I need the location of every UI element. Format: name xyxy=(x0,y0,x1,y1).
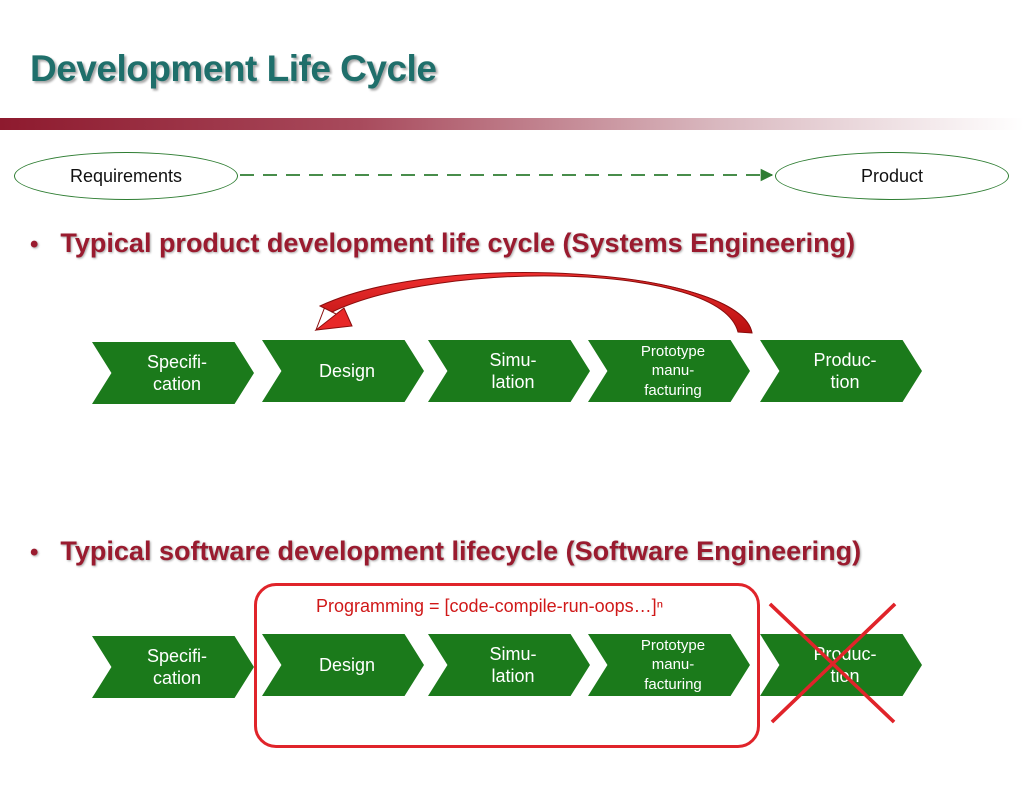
bullet-dot: • xyxy=(30,539,39,566)
product-oval: Product xyxy=(775,152,1009,200)
bullet-text: Typical product development life cycle (… xyxy=(60,228,856,258)
feedback-loop-head xyxy=(314,307,353,331)
programming-highlight-box xyxy=(254,583,760,748)
chevron-prototype-manufacturing: Prototype manu- facturing xyxy=(588,634,750,696)
chevron-prototype-manufacturing: Prototype manu- facturing xyxy=(588,340,750,402)
chevron-production: Produc- tion xyxy=(760,634,922,696)
chevron-design: Design xyxy=(262,634,424,696)
bullet-dot: • xyxy=(30,231,39,258)
title-underline xyxy=(0,118,1024,130)
programming-label: Programming = [code-compile-run-oops…]ⁿ xyxy=(316,596,664,616)
chevron-design: Design xyxy=(262,340,424,402)
chevron-simulation: Simu- lation xyxy=(428,634,590,696)
chevron-simulation: Simu- lation xyxy=(428,340,590,402)
requirements-oval: Requirements xyxy=(14,152,238,200)
chevron-production: Produc- tion xyxy=(760,340,922,402)
bullet-systems-engineering: • Typical product development life cycle … xyxy=(30,228,855,259)
bullet-software-engineering: • Typical software development lifecycle … xyxy=(30,536,861,567)
bullet-text: Typical software development lifecycle (… xyxy=(60,536,862,566)
chevron-specification: Specifi- cation xyxy=(92,636,254,698)
page-title: Development Life Cycle xyxy=(30,48,437,89)
feedback-loop-arrow xyxy=(315,273,753,334)
chevron-specification: Specifi- cation xyxy=(92,342,254,404)
feedback-loop-band xyxy=(318,272,753,334)
